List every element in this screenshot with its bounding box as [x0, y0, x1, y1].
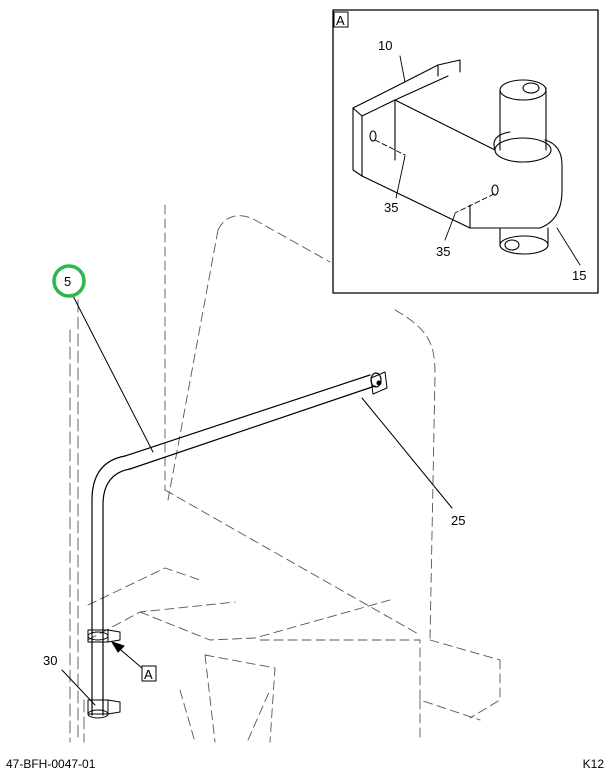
detail-ref-inset-label: A	[336, 13, 345, 28]
highlight-ring	[52, 264, 86, 298]
callout-25: 25	[451, 513, 465, 528]
drawing-number: 47-BFH-0047-01	[6, 757, 96, 771]
inset-bracket-assembly	[352, 59, 563, 255]
upper-mounting-bracket	[370, 371, 388, 395]
callout-labels: 5 10 35 35 15 25 30	[43, 38, 586, 668]
detail-ref-inset: A	[333, 11, 349, 28]
callout-30: 30	[43, 653, 57, 668]
view-a-arrow	[111, 641, 143, 669]
detail-ref-main-label: A	[144, 667, 153, 682]
callout-35-lower: 35	[436, 244, 450, 259]
wall-phantom-lines	[69, 299, 85, 743]
sheet-id: K12	[582, 757, 604, 771]
callout-5: 5	[64, 274, 71, 289]
inset-fastener-leaders	[374, 55, 581, 266]
leader-lines	[61, 293, 453, 706]
callout-10: 10	[378, 38, 392, 53]
callout-35-upper: 35	[384, 200, 398, 215]
upper-clamp	[87, 629, 121, 643]
detail-ref-main: A	[141, 665, 157, 682]
lower-clamp	[87, 699, 121, 719]
grab-handle	[91, 372, 382, 716]
cab-outline-phantom	[87, 204, 501, 743]
callout-15: 15	[572, 268, 586, 283]
detail-inset-frame	[332, 9, 599, 294]
